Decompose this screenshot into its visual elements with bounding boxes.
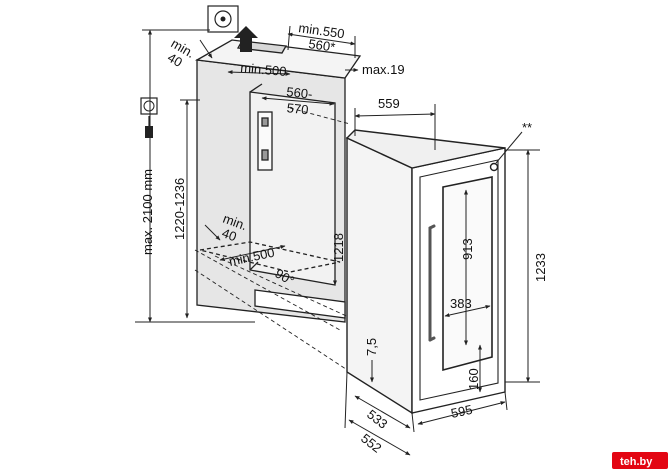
plinth-offset-label: 7,5 <box>364 338 379 356</box>
top-width-min-label: min.550 <box>298 20 346 41</box>
top-vent-opening-label: min.500 <box>240 60 287 79</box>
depth-body-label: 533 <box>364 407 390 432</box>
svg-text:40: 40 <box>220 225 239 244</box>
watermark: teh.by <box>612 452 668 469</box>
vent-symbol <box>207 5 239 33</box>
depth-total-label: 552 <box>358 431 384 456</box>
bottom-offset-label: 160 <box>466 368 481 390</box>
airflow-arrow-icon <box>234 26 258 52</box>
note-marker: ** <box>522 120 532 135</box>
power-socket-icon <box>140 97 158 138</box>
top-gap-max-label: max.19 <box>362 62 405 77</box>
niche-height-label: 1220-1236 <box>172 178 187 240</box>
svg-text:560-: 560- <box>286 84 313 102</box>
appliance-dimension-lines <box>344 104 540 456</box>
bottom-vent-min-label: min. 40 <box>220 211 249 245</box>
niche-dimension-lines <box>135 25 359 323</box>
top-vent-min-label: min. 40 <box>165 36 197 70</box>
top-width-alt-label: 560* <box>308 36 337 55</box>
wine-cooler <box>345 129 506 415</box>
watermark-text: teh.by <box>620 456 653 468</box>
door-handle <box>428 224 436 342</box>
svg-text:40: 40 <box>165 50 185 70</box>
inner-width-label: 560- 570 <box>286 84 313 117</box>
window-height-label: 913 <box>460 238 475 260</box>
depth-label: 559 <box>378 96 400 111</box>
svg-text:570: 570 <box>286 100 309 117</box>
total-height-label: 1233 <box>533 253 548 282</box>
max-height-label: max. 2100 mm <box>140 169 155 255</box>
window-width-label: 383 <box>450 296 472 311</box>
inner-height-label: 1218 <box>331 233 346 262</box>
niche-labels: max. 2100 mm 1220-1236 1218 min.550 560*… <box>140 20 405 288</box>
width-label: 595 <box>450 402 474 421</box>
